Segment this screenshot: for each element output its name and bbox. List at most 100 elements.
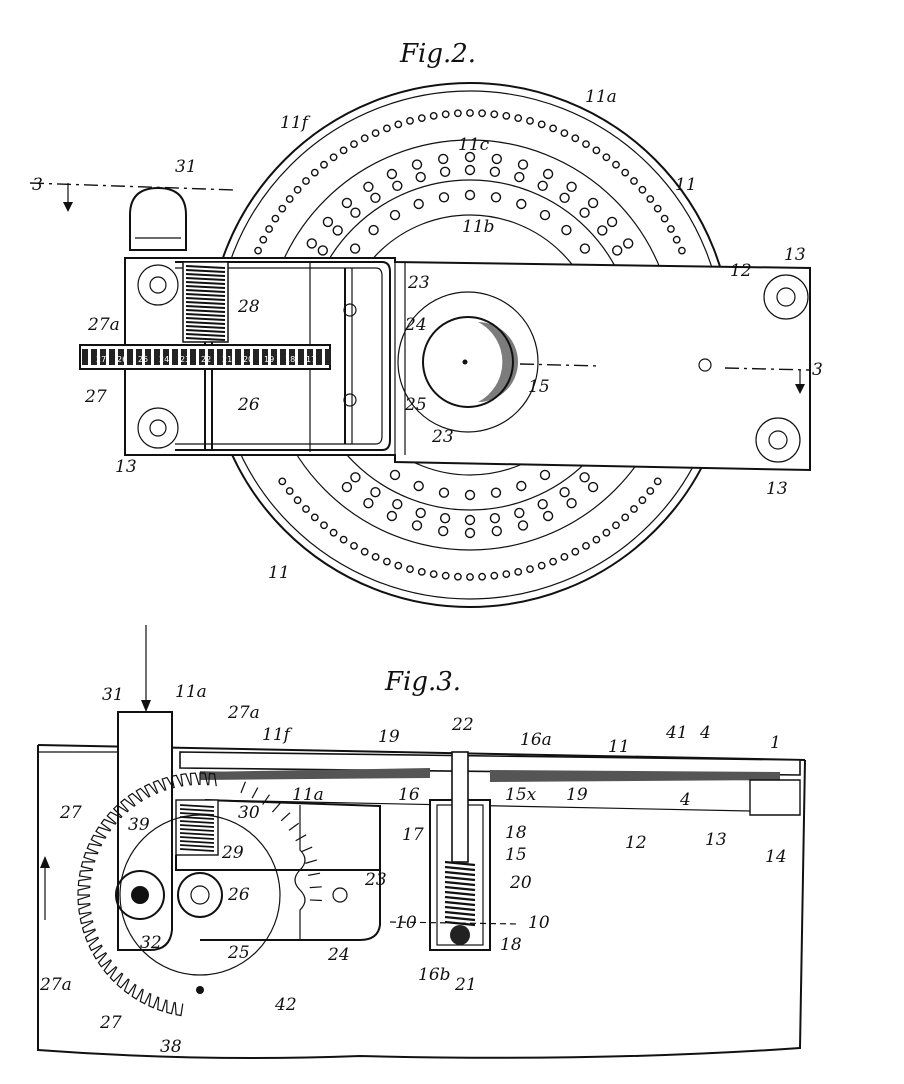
outer-hole <box>310 513 319 522</box>
bracket-23 <box>200 799 381 941</box>
coil-turn <box>444 860 476 867</box>
middle-hole <box>306 238 317 249</box>
inner-hole <box>438 192 450 203</box>
coil-turn <box>185 321 226 325</box>
gear-tooth <box>316 349 322 365</box>
middle-hole <box>587 197 599 209</box>
outer-hole <box>502 112 511 120</box>
coil-turn <box>444 875 476 882</box>
label-27a-top: 27a <box>227 703 260 723</box>
middle-hole <box>517 159 529 170</box>
gear-number: 21 <box>222 355 232 364</box>
outer-hole <box>537 120 546 129</box>
outer-hole <box>329 528 338 537</box>
middle-hole <box>542 510 554 522</box>
outer-hole <box>453 572 462 581</box>
ratchet-tooth <box>300 846 313 853</box>
outer-hole <box>350 140 358 149</box>
coil-turn <box>185 333 226 337</box>
outer-hole <box>560 129 569 138</box>
middle-hole <box>464 527 476 539</box>
inner-hole <box>516 480 527 492</box>
coil-turn <box>185 273 226 277</box>
middle-hole <box>489 166 501 178</box>
coil-turn <box>185 301 226 305</box>
ratchet-tooth <box>97 952 112 968</box>
inner-hole <box>413 480 424 492</box>
middle-hole <box>542 168 554 180</box>
outer-hole <box>526 117 534 125</box>
outer-hole <box>638 496 647 505</box>
gear-number: 18 <box>285 355 295 364</box>
outer-hole <box>254 246 263 255</box>
label-10-right: 10 <box>528 913 550 933</box>
middle-hole <box>606 216 618 228</box>
gear-number: 17 <box>306 355 316 364</box>
label-16b: 16b <box>418 965 451 985</box>
middle-hole <box>415 507 426 519</box>
label-39: 39 <box>128 815 150 835</box>
ratchet-tooth <box>174 1002 184 1017</box>
coil-turn <box>185 293 226 297</box>
label-27a-bottom: 27a <box>39 975 72 995</box>
gear-number: 22 <box>201 355 211 364</box>
outer-hole <box>549 557 557 566</box>
middle-hole <box>612 245 623 256</box>
label-27a: 27a <box>87 315 120 335</box>
fig-3-title: Fig.3. <box>384 667 461 697</box>
outer-hole <box>394 561 403 570</box>
ratchet-tooth <box>127 792 143 807</box>
label-19-mid: 19 <box>566 785 588 805</box>
outer-hole <box>571 547 580 556</box>
outer-hole <box>571 134 580 143</box>
inner-hole <box>490 192 502 203</box>
gear-tooth <box>307 349 313 365</box>
coil-turn <box>179 816 215 820</box>
outer-hole <box>406 565 414 573</box>
outer-hole <box>537 561 546 570</box>
middle-hole <box>537 499 548 510</box>
outer-hole <box>320 521 328 530</box>
middle-hole <box>392 180 403 192</box>
label-11f: 11f <box>262 725 293 745</box>
middle-hole <box>439 513 451 524</box>
coil-turn <box>179 804 215 808</box>
coil-turn <box>185 309 226 313</box>
label-11c: 11c <box>458 135 490 155</box>
gear-tooth <box>298 349 304 365</box>
label-26: 26 <box>227 885 250 905</box>
middle-hole <box>415 171 426 183</box>
inner-hole <box>349 243 361 254</box>
middle-hole <box>411 159 423 170</box>
ratchet-tooth <box>123 979 136 995</box>
gear-tooth <box>217 349 223 365</box>
inner-hole <box>464 489 476 501</box>
label-29: 29 <box>221 843 244 863</box>
outer-hole <box>592 535 601 544</box>
outer-hole <box>646 195 655 203</box>
outer-hole <box>293 185 302 194</box>
ratchet-tooth <box>131 984 144 1000</box>
ratchet-tooth <box>103 960 117 976</box>
ratchet-tooth <box>148 993 159 1009</box>
outer-hole <box>360 134 369 143</box>
outer-hole <box>502 570 511 578</box>
middle-hole <box>491 153 502 165</box>
middle-hole <box>438 153 449 165</box>
outer-hole <box>602 153 611 162</box>
ratchet-wheel-27 <box>77 772 322 1017</box>
gear-tooth <box>262 349 268 365</box>
gear-number: 24 <box>159 355 169 364</box>
outer-hole <box>371 553 380 561</box>
label-17: 17 <box>402 825 424 845</box>
ratchet-tooth <box>78 869 93 879</box>
label-22: 22 <box>451 715 474 735</box>
middle-hole <box>559 487 570 498</box>
middle-hole <box>411 520 423 531</box>
outer-hole <box>653 477 662 486</box>
outer-hole <box>278 477 287 486</box>
ratchet-tooth <box>240 781 246 794</box>
ratchet-tooth <box>305 859 318 864</box>
outer-hole <box>646 487 655 495</box>
gear-number: 19 <box>264 355 274 364</box>
